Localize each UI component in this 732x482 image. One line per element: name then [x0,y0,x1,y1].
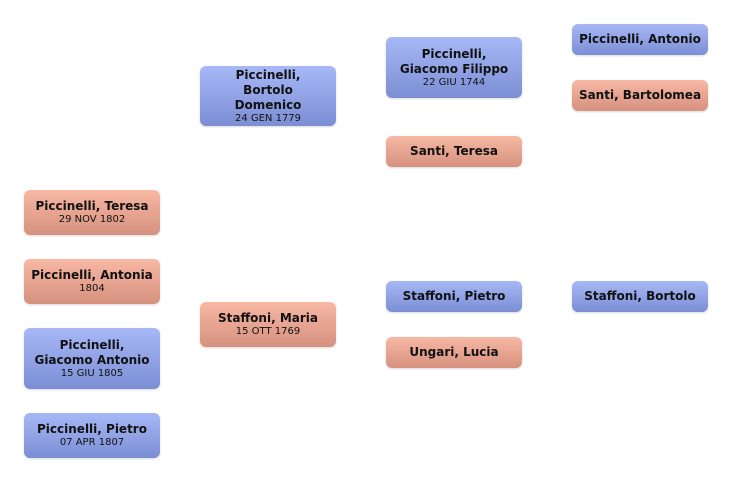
person-name: Piccinelli, Antonio [579,32,701,46]
person-name: Piccinelli, Giacomo Filippo [399,46,509,76]
person-name: Ungari, Lucia [409,345,499,359]
person-card[interactable]: Ungari, Lucia [386,337,522,368]
person-name: Santi, Bartolomea [578,88,702,102]
person-card[interactable]: Santi, Teresa [386,136,522,167]
person-date: 15 GIU 1805 [60,367,124,379]
person-card[interactable]: Staffoni, Pietro [386,281,522,312]
person-date: 07 APR 1807 [59,437,125,448]
person-date: 1804 [79,283,105,294]
person-card[interactable]: Piccinelli, Antonio [572,24,708,55]
person-date: 29 NOV 1802 [58,214,126,225]
person-name: Staffoni, Bortolo [584,289,696,303]
person-card[interactable]: Staffoni, Bortolo [572,281,708,312]
person-name: Santi, Teresa [410,144,498,158]
person-date: 15 OTT 1769 [235,326,301,337]
person-name: Piccinelli, Giacomo Antonio [34,337,150,367]
person-name: Piccinelli, Bortolo Domenico [234,67,302,112]
person-name: Piccinelli, Antonia [31,268,153,282]
person-date: 24 GEN 1779 [234,112,302,124]
person-name: Piccinelli, Teresa [35,199,149,213]
person-name: Staffoni, Pietro [402,289,506,303]
person-name: Staffoni, Maria [217,311,318,325]
person-date: 22 GIU 1744 [422,76,486,88]
person-card[interactable]: Santi, Bartolomea [572,80,708,111]
person-name: Piccinelli, Pietro [37,422,147,436]
